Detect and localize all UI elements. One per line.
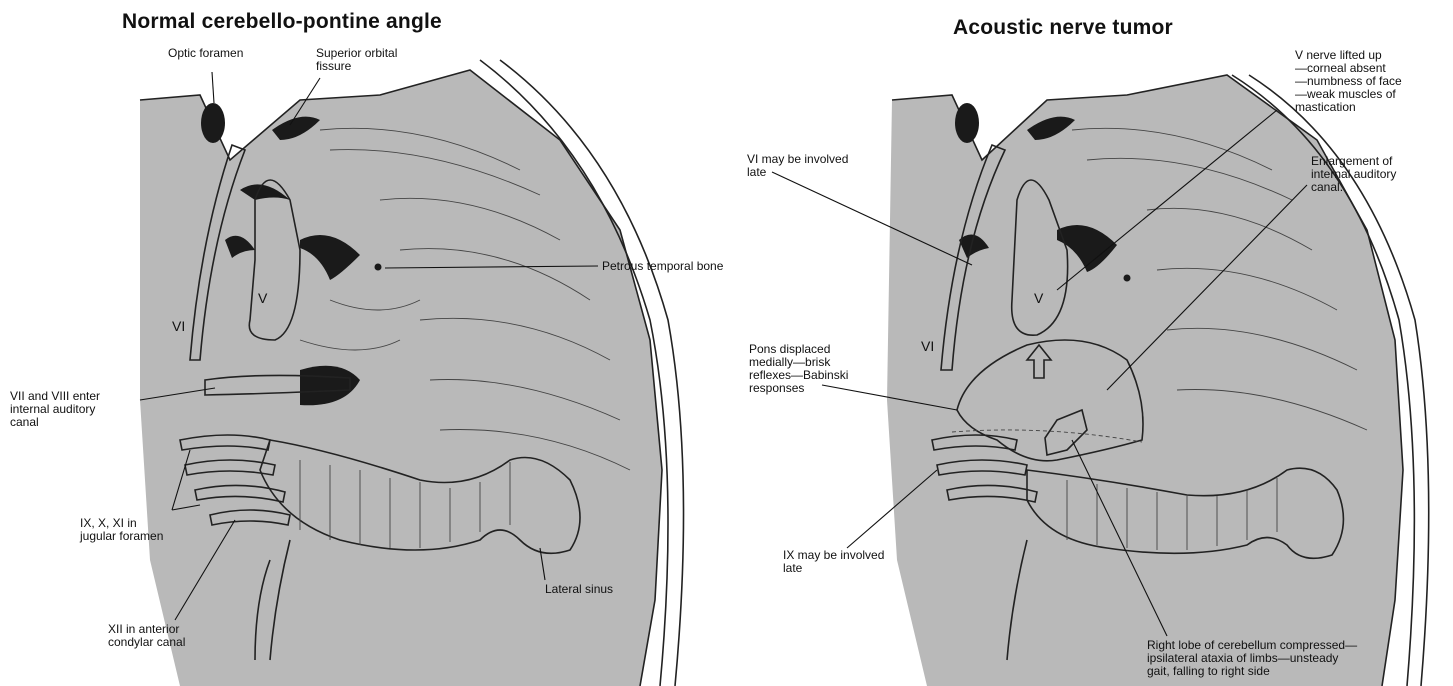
tumor-panel: Acoustic nerve tumor V nerve lifted up —…	[727, 0, 1453, 686]
left-panel-title: Normal cerebello-pontine angle	[122, 10, 442, 34]
label-optic-foramen: Optic foramen	[168, 47, 243, 60]
optic-foramen-hole	[201, 103, 225, 143]
label-pons-displaced: Pons displaced medially—brisk reflexes—B…	[749, 343, 848, 395]
label-superior-orbital-fissure: Superior orbital fissure	[316, 47, 397, 73]
normal-angle-panel: Normal cerebello-pontine angle Optic for…	[0, 0, 727, 686]
leader-optic-foramen	[212, 72, 214, 103]
label-vi-involved: VI may be involved late	[747, 153, 848, 179]
label-ix-involved: IX may be involved late	[783, 549, 884, 575]
label-v-nerve-lifted: V nerve lifted up —corneal absent —numbn…	[1295, 49, 1402, 114]
label-right-lobe: Right lobe of cerebellum compressed— ips…	[1147, 639, 1357, 678]
label-xii: XII in anterior condylar canal	[108, 623, 185, 649]
nerve-label-v: V	[258, 290, 267, 306]
label-petrous-temporal-bone: Petrous temporal bone	[602, 260, 723, 273]
nerve-label-vi-right: VI	[921, 338, 934, 354]
label-vii-viii: VII and VIII enter internal auditory can…	[10, 390, 100, 429]
label-lateral-sinus: Lateral sinus	[545, 583, 613, 596]
label-ix-x-xi: IX, X, XI in jugular foramen	[80, 517, 163, 543]
nerve-label-v-right: V	[1034, 290, 1043, 306]
label-enlargement: Enlargement of internal auditory canal.	[1311, 155, 1396, 194]
nerve-label-vi: VI	[172, 318, 185, 334]
right-panel-title: Acoustic nerve tumor	[953, 16, 1173, 40]
normal-angle-illustration	[0, 0, 727, 686]
